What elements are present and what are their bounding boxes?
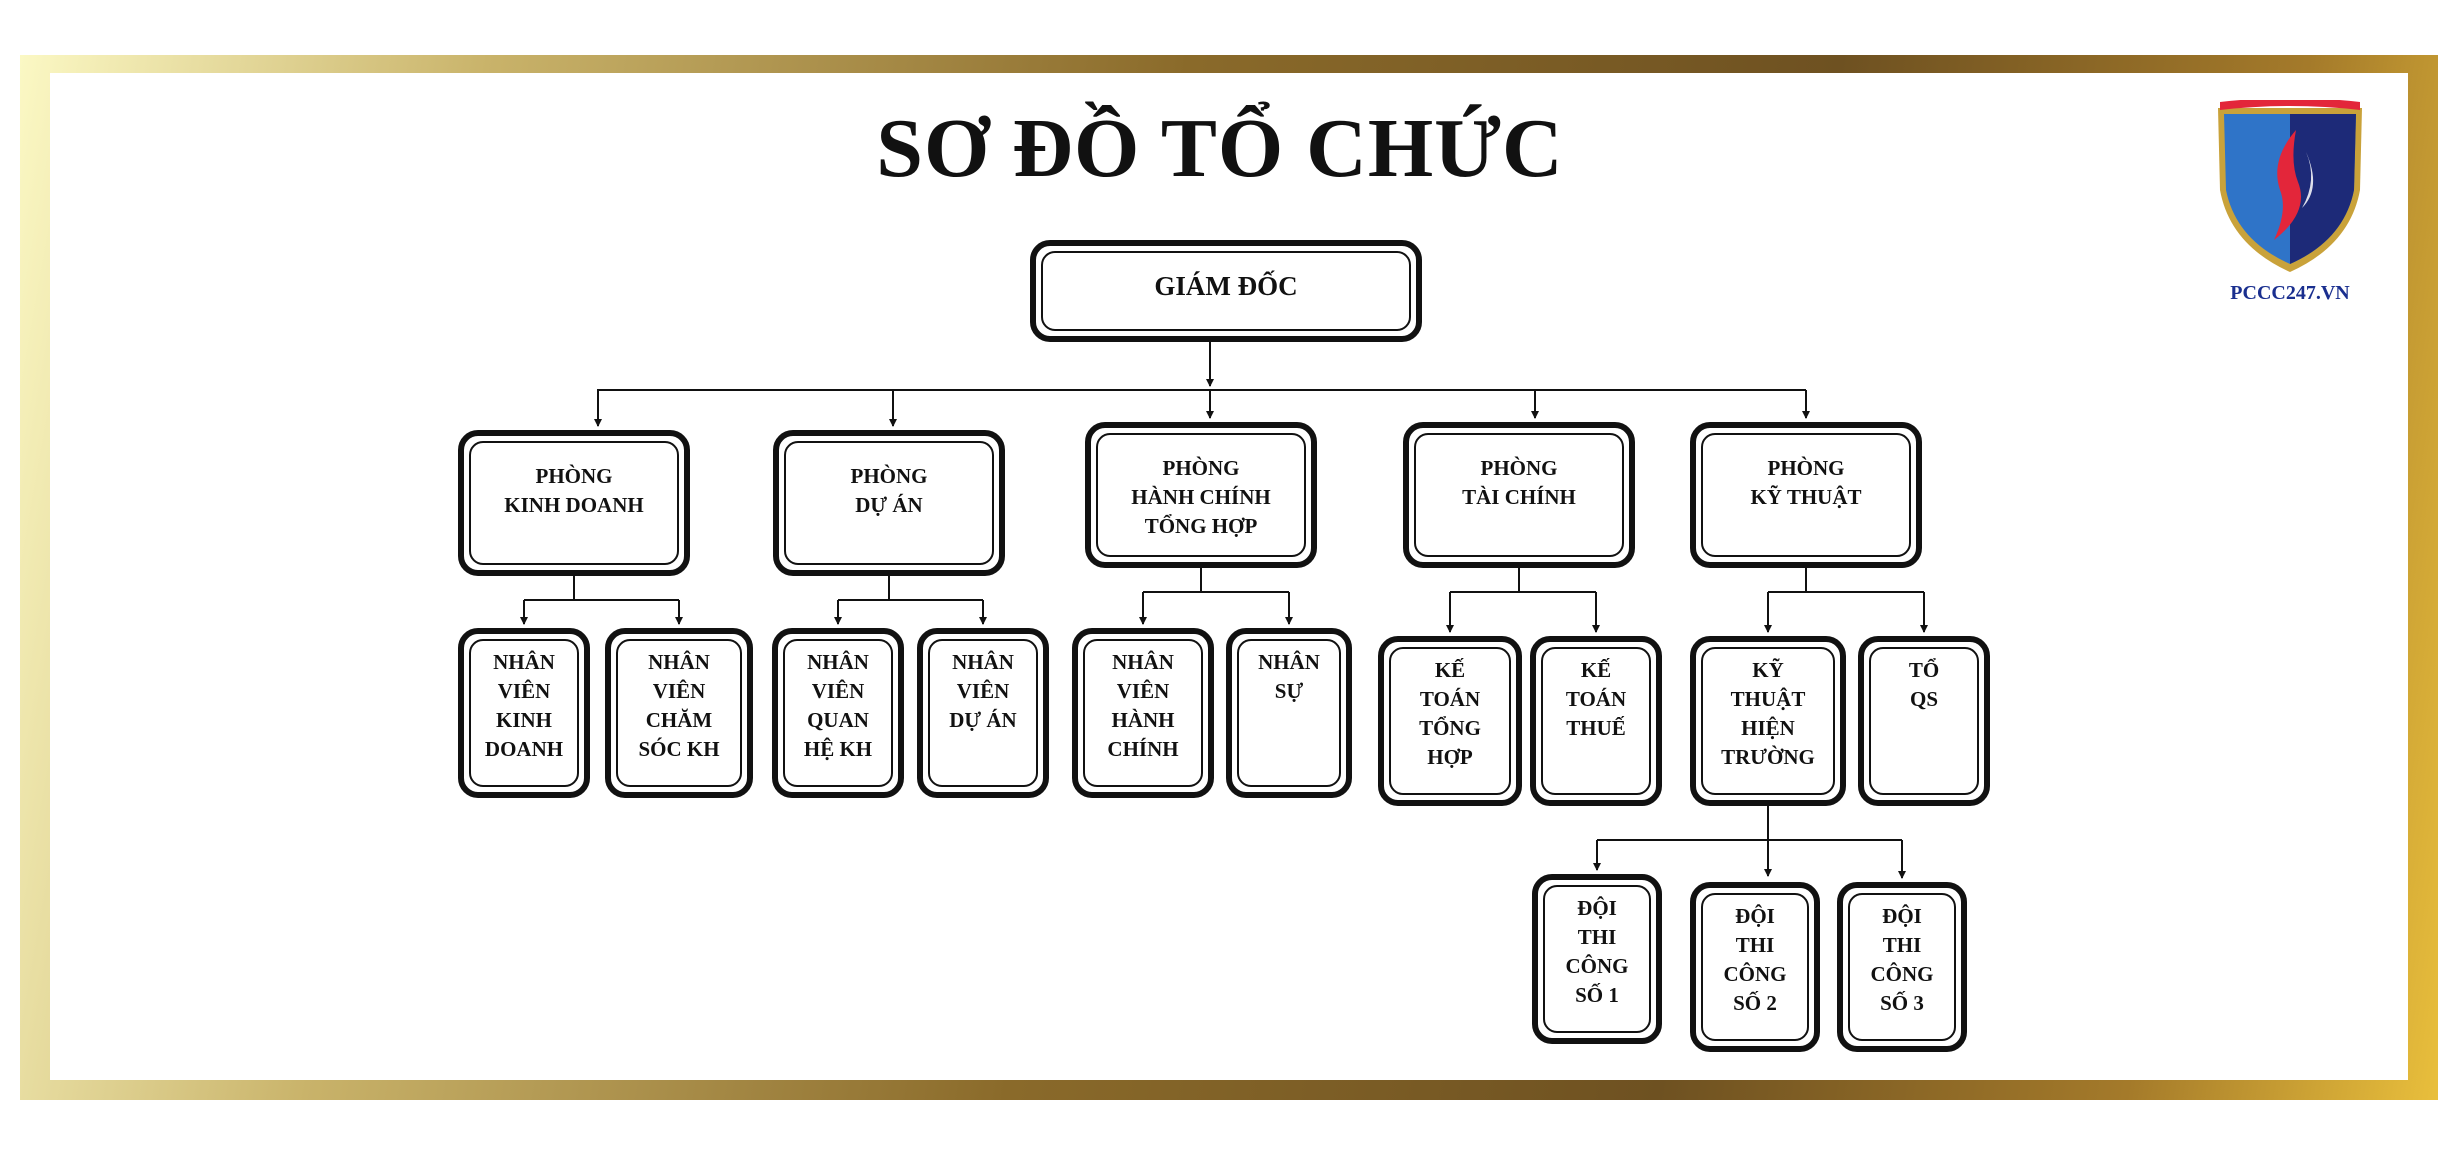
department-box-2: PHÒNG DỰ ÁN — [773, 430, 1005, 576]
unit-box-label: NHÂN SỰ — [1258, 650, 1320, 703]
pccc-shield-logo — [2210, 98, 2370, 280]
unit-box: NHÂN VIÊN HÀNH CHÍNH — [1072, 628, 1214, 798]
unit-box-label: NHÂN VIÊN KINH DOANH — [484, 650, 564, 761]
department-box-3-label: PHÒNG HÀNH CHÍNH TỔNG HỢP — [1131, 456, 1271, 538]
unit-box-label: KẾ TOÁN THUẾ — [1565, 658, 1627, 740]
unit-box: NHÂN SỰ — [1226, 628, 1352, 798]
department-box-1: PHÒNG KINH DOANH — [458, 430, 690, 576]
department-box-1-label: PHÒNG KINH DOANH — [504, 464, 644, 517]
unit-box: KỸ THUẬT HIỆN TRƯỜNG — [1690, 636, 1846, 806]
unit-box-label: NHÂN VIÊN CHĂM SÓC KH — [638, 650, 720, 761]
field-team-box: ĐỘI THI CÔNG SỐ 2 — [1690, 882, 1820, 1052]
unit-box-label: NHÂN VIÊN HÀNH CHÍNH — [1107, 650, 1179, 761]
unit-box-label: KỸ THUẬT HIỆN TRƯỜNG — [1721, 658, 1815, 769]
department-box-3: PHÒNG HÀNH CHÍNH TỔNG HỢP — [1085, 422, 1317, 568]
unit-box-label: KẾ TOÁN TỔNG HỢP — [1419, 658, 1481, 769]
unit-box: NHÂN VIÊN QUAN HỆ KH — [772, 628, 904, 798]
department-box-5: PHÒNG KỸ THUẬT — [1690, 422, 1922, 568]
field-team-box: ĐỘI THI CÔNG SỐ 3 — [1837, 882, 1967, 1052]
unit-box-label: NHÂN VIÊN DỰ ÁN — [949, 650, 1017, 732]
field-team-box-label: ĐỘI THI CÔNG SỐ 2 — [1723, 904, 1787, 1015]
unit-box-label: NHÂN VIÊN QUAN HỆ KH — [803, 650, 873, 761]
page-title: SƠ ĐỒ TỔ CHỨC — [876, 102, 1564, 195]
department-box-5-label: PHÒNG KỸ THUẬT — [1750, 456, 1862, 509]
unit-box: TỔ QS — [1858, 636, 1990, 806]
unit-box: NHÂN VIÊN CHĂM SÓC KH — [605, 628, 753, 798]
department-box-2-label: PHÒNG DỰ ÁN — [850, 464, 928, 517]
field-team-box: ĐỘI THI CÔNG SỐ 1 — [1532, 874, 1662, 1044]
department-box-4-label: PHÒNG TÀI CHÍNH — [1462, 456, 1576, 509]
field-team-box-label: ĐỘI THI CÔNG SỐ 3 — [1870, 904, 1934, 1015]
unit-box: NHÂN VIÊN KINH DOANH — [458, 628, 590, 798]
field-team-box-label: ĐỘI THI CÔNG SỐ 1 — [1565, 896, 1629, 1007]
department-box-4: PHÒNG TÀI CHÍNH — [1403, 422, 1635, 568]
unit-box: KẾ TOÁN TỔNG HỢP — [1378, 636, 1522, 806]
director-box: GIÁM ĐỐC — [1030, 240, 1422, 342]
unit-box: NHÂN VIÊN DỰ ÁN — [917, 628, 1049, 798]
brand-name: PCCC247.VN — [2230, 282, 2350, 304]
unit-box-label: TỔ QS — [1908, 658, 1940, 711]
unit-box: KẾ TOÁN THUẾ — [1530, 636, 1662, 806]
director-box-label: GIÁM ĐỐC — [1154, 271, 1298, 301]
